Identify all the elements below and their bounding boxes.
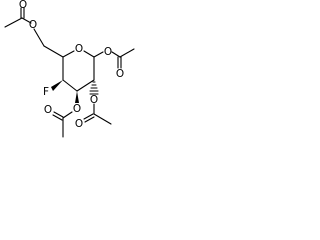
bond-c6-o6	[33, 28, 45, 47]
bond-ac2-methyl	[93, 113, 112, 125]
atom-carbonyl-oxygen-c1: O	[116, 68, 124, 80]
wedge-c3-o3	[75, 91, 79, 103]
bond-c2-c3	[76, 79, 95, 92]
atom-ester-oxygen-c6: O	[29, 19, 37, 31]
bond-ac3-carbonyl-o-b	[52, 114, 63, 121]
bond-c1-o1	[93, 51, 104, 58]
bond-ac2-carbonyl-o-a	[83, 113, 94, 120]
bond-c3-c4	[62, 79, 78, 92]
bond-o1-ac1-carbonyl	[111, 51, 121, 58]
wedge-c4-f	[51, 80, 63, 91]
atom-ester-oxygen-c2: O	[90, 94, 98, 106]
bond-o3-ac3-carbonyl	[62, 111, 73, 119]
bond-c5-ring-o	[62, 50, 75, 58]
bond-c5-c6	[43, 45, 64, 58]
atom-labels: O F O O O O O O O O	[19, 0, 124, 130]
bond-ring-o-c1	[83, 50, 95, 58]
atom-ester-oxygen-c3: O	[73, 103, 81, 115]
atom-ester-oxygen-c1: O	[104, 46, 112, 58]
atom-carbonyl-oxygen-c3: O	[44, 104, 52, 116]
molecule-structure: O F O O O O O O O O	[4, 0, 135, 138]
bond-ac6-methyl	[4, 17, 23, 28]
atom-carbonyl-oxygen-c2: O	[75, 118, 83, 130]
bond-ac3-carbonyl-o-a	[53, 111, 64, 118]
atom-fluorine: F	[43, 86, 49, 98]
atom-ring-oxygen: O	[75, 43, 83, 55]
bonds	[4, 7, 135, 138]
hash-c2-o2	[89, 81, 99, 95]
bond-ac1-methyl	[119, 48, 135, 58]
bond-o6-ac6-carbonyl	[21, 17, 32, 24]
bond-ac2-carbonyl-o-b	[84, 116, 95, 123]
atom-carbonyl-oxygen-c6: O	[19, 0, 27, 11]
